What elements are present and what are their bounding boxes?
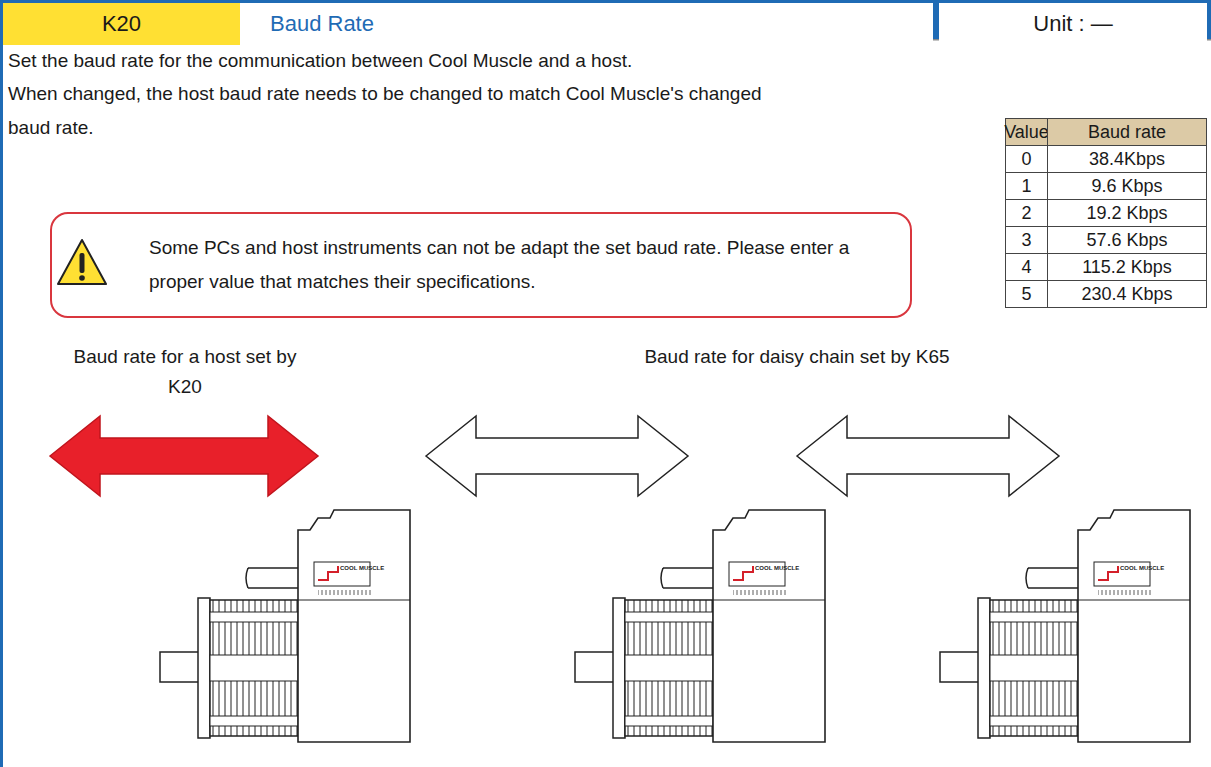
table-cell: 3 — [1005, 226, 1048, 254]
table-cell: 57.6 Kbps — [1047, 226, 1207, 254]
logo-text: COOL MUSCLE — [755, 565, 785, 572]
table-cell: 1 — [1005, 172, 1048, 200]
table-cell: 19.2 Kbps — [1047, 199, 1207, 227]
body-text: When changed, the host baud rate needs t… — [8, 77, 808, 145]
arrow-label: Baud rate for a host set by K20 — [65, 342, 305, 402]
chain-arrow — [426, 416, 688, 496]
node-text: Some PCs and host instruments can not be… — [149, 231, 894, 299]
table-cell: 115.2 Kbps — [1047, 253, 1207, 281]
arrow-label: Baud rate for daisy chain set by K65 — [637, 342, 957, 372]
table-cell: 4 — [1005, 253, 1048, 281]
host-arrow — [50, 416, 318, 496]
unit-cell: Unit : — — [939, 3, 1207, 45]
node-text: Baud Rate — [270, 11, 374, 37]
table-cell: Baud rate — [1047, 118, 1207, 146]
logo-text: COOL MUSCLE — [340, 565, 370, 572]
warning-box: Some PCs and host instruments can not be… — [50, 212, 912, 318]
parameter-name: Baud Rate — [240, 3, 933, 45]
node-text: Unit : — — [1033, 11, 1112, 37]
node-text: K20 — [102, 11, 141, 37]
table-cell: Value — [1005, 118, 1048, 146]
table-cell: 9.6 Kbps — [1047, 172, 1207, 200]
chain-arrow — [797, 416, 1059, 496]
table-cell: 0 — [1005, 145, 1048, 173]
table-cell: 2 — [1005, 199, 1048, 227]
table-cell: 230.4 Kbps — [1047, 280, 1207, 308]
logo-text: COOL MUSCLE — [1120, 565, 1150, 572]
table-cell: 38.4Kbps — [1047, 145, 1207, 173]
body-text: Set the baud rate for the communication … — [8, 44, 908, 78]
parameter-code: K20 — [3, 3, 240, 45]
table-cell: 5 — [1005, 280, 1048, 308]
